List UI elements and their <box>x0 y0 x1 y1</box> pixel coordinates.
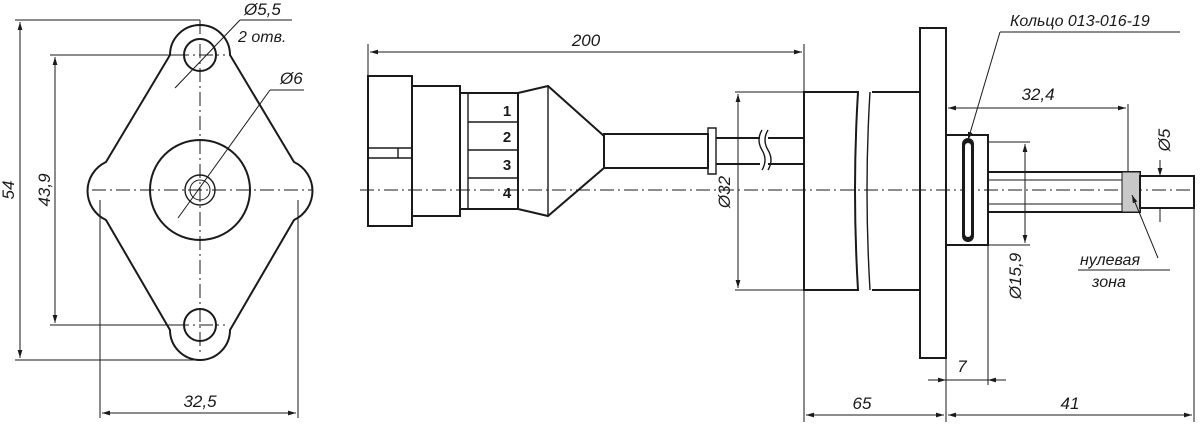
label-ring: Кольцо 013-016-19 <box>1010 13 1150 30</box>
pin-label-4: 4 <box>503 185 512 202</box>
label-front-len: 41 <box>1061 394 1080 413</box>
zero-zone <box>1121 171 1141 213</box>
connector-body <box>411 85 461 217</box>
label-center-hole-dia: Ø6 <box>279 69 303 88</box>
label-total-length: 200 <box>571 31 601 50</box>
label-body-dia: Ø32 <box>715 175 734 209</box>
shaft <box>987 171 1141 213</box>
label-hole-dia: Ø5,5 <box>243 0 281 19</box>
flange-front-view: Ø5,5 2 отв. Ø6 54 43,9 32,5 <box>0 0 314 418</box>
flange-outline <box>86 24 314 361</box>
sensor-body <box>803 91 860 291</box>
pin-label-3: 3 <box>503 157 511 174</box>
connector-pin-block <box>459 92 519 210</box>
shaft-tip <box>1139 175 1195 209</box>
sensor-side-view: 1 2 3 4 <box>360 13 1195 422</box>
cable-sleeve <box>603 133 709 169</box>
label-hole-count: 2 отв. <box>237 29 286 46</box>
label-body-len: 65 <box>853 394 872 413</box>
label-shaft-dia: Ø5 <box>1155 128 1174 152</box>
connector-cap <box>367 75 413 227</box>
label-flange-width: 32,5 <box>183 392 217 411</box>
label-collar-len: 7 <box>957 357 967 376</box>
label-zero-zone-1: нулевая <box>1080 252 1140 269</box>
label-hole-spacing: 43,9 <box>35 173 54 207</box>
flange-side <box>919 27 947 359</box>
leader-hole-dia <box>174 19 241 89</box>
pin-label-2: 2 <box>503 129 511 146</box>
label-total-height: 54 <box>0 181 18 200</box>
leader-center-hole <box>177 89 271 219</box>
label-collar-dia: Ø15,9 <box>1006 252 1025 300</box>
connector-cone <box>517 84 605 218</box>
leader-zero-zone <box>1131 194 1159 259</box>
leader-ring <box>967 31 1001 141</box>
label-shaft-len: 32,4 <box>1021 85 1054 104</box>
label-zero-zone-2: зона <box>1091 274 1126 291</box>
pin-label-1: 1 <box>503 103 511 120</box>
